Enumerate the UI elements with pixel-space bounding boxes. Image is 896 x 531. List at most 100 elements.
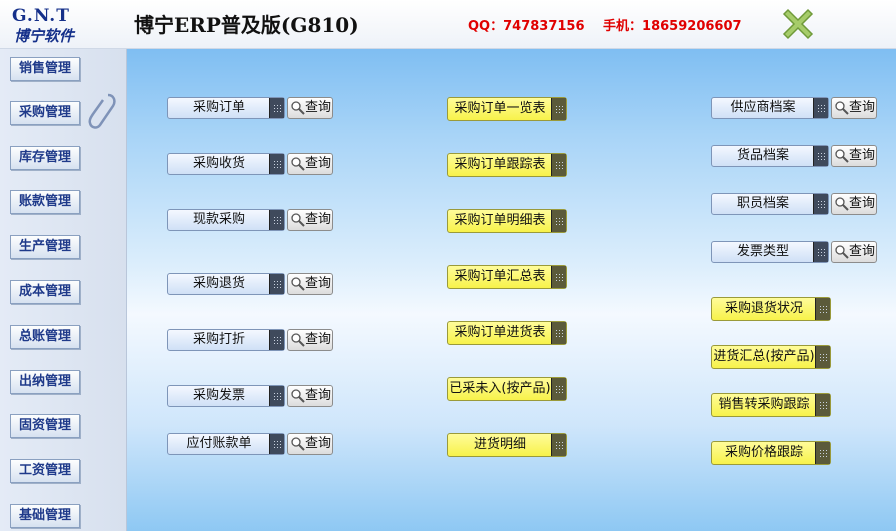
sidebar-item-ledger[interactable]: 总账管理 (10, 325, 80, 349)
app-title: 博宁ERP普及版(G810) (134, 13, 359, 37)
button-label: 供应商档案 (730, 100, 796, 115)
button-label: 采购价格跟踪 (724, 445, 803, 460)
sidebar-item-inventory[interactable]: 库存管理 (10, 146, 80, 170)
goods-archive-button[interactable]: 货品档案 (711, 145, 829, 167)
contact-info: QQ：747837156 手机：18659206607 (468, 15, 756, 34)
sidebar-item-purchase[interactable]: 采购管理 (10, 101, 80, 125)
grip-icon (551, 154, 566, 176)
purchase-module-panel: 采购订单 查询 采购收货 查询 现款采购 查询 采购退货 查询 采购打折 查询 … (127, 49, 896, 531)
button-label: 采购订单一览表 (454, 101, 546, 116)
magnifier-icon (291, 101, 305, 115)
query-button[interactable]: 查询 (831, 241, 877, 263)
report-return-status-button[interactable]: 采购退货状况 (711, 297, 831, 321)
button-label: 应付账款单 (186, 436, 252, 451)
report-sales-to-purchase-button[interactable]: 销售转采购跟踪 (711, 393, 831, 417)
magnifier-icon (291, 157, 305, 171)
query-button[interactable]: 查询 (831, 97, 877, 119)
query-label: 查询 (305, 332, 332, 347)
magnifier-icon (835, 197, 849, 211)
logo-subtext: 博宁软件 (14, 27, 75, 45)
purchase-receipt-button[interactable]: 采购收货 (167, 153, 285, 175)
report-order-summary-button[interactable]: 采购订单汇总表 (447, 265, 567, 289)
report-receipt-detail-button[interactable]: 进货明细 (447, 433, 567, 457)
grip-icon (813, 146, 828, 166)
employee-archive-button[interactable]: 职员档案 (711, 193, 829, 215)
button-label: 已采未入(按产品) (449, 381, 551, 396)
purchase-invoice-button[interactable]: 采购发票 (167, 385, 285, 407)
report-price-tracking-button[interactable]: 采购价格跟踪 (711, 441, 831, 465)
button-label: 采购订单进货表 (454, 325, 546, 340)
grip-icon (551, 98, 566, 120)
header-bar: G.N.T 博宁软件 博宁ERP普及版(G810) QQ：747837156 手… (0, 0, 896, 49)
grip-icon (269, 98, 284, 118)
query-label: 查询 (849, 148, 876, 163)
button-label: 发票类型 (736, 244, 789, 259)
query-button[interactable]: 查询 (831, 193, 877, 215)
button-label: 采购订单 (192, 100, 245, 115)
query-button[interactable]: 查询 (287, 209, 333, 231)
sidebar-item-payroll[interactable]: 工资管理 (10, 459, 80, 483)
grip-icon (815, 298, 830, 320)
query-button[interactable]: 查询 (831, 145, 877, 167)
payable-bill-button[interactable]: 应付账款单 (167, 433, 285, 455)
report-receipt-summary-button[interactable]: 进货汇总(按产品) (711, 345, 831, 369)
grip-icon (551, 322, 566, 344)
report-order-detail-button[interactable]: 采购订单明细表 (447, 209, 567, 233)
report-order-overview-button[interactable]: 采购订单一览表 (447, 97, 567, 121)
query-label: 查询 (849, 196, 876, 211)
report-order-receipt-button[interactable]: 采购订单进货表 (447, 321, 567, 345)
magnifier-icon (291, 333, 305, 347)
button-label: 采购退货 (192, 276, 245, 291)
sidebar-item-sales[interactable]: 销售管理 (10, 57, 80, 81)
query-label: 查询 (305, 100, 332, 115)
purchase-return-button[interactable]: 采购退货 (167, 273, 285, 295)
sidebar-item-production[interactable]: 生产管理 (10, 235, 80, 259)
grip-icon (815, 442, 830, 464)
button-label: 进货明细 (473, 437, 526, 452)
magnifier-icon (291, 213, 305, 227)
grip-icon (269, 386, 284, 406)
magnifier-icon (835, 149, 849, 163)
grip-icon (551, 378, 566, 400)
grip-icon (813, 242, 828, 262)
query-label: 查询 (305, 212, 332, 227)
query-button[interactable]: 查询 (287, 273, 333, 295)
magnifier-icon (291, 277, 305, 291)
sidebar: 销售管理 采购管理 库存管理 账款管理 生产管理 成本管理 总账管理 出纳管理 … (0, 49, 127, 531)
query-button[interactable]: 查询 (287, 385, 333, 407)
magnifier-icon (291, 389, 305, 403)
button-label: 采购订单汇总表 (454, 269, 546, 284)
query-label: 查询 (849, 100, 876, 115)
button-label: 职员档案 (736, 196, 789, 211)
grip-icon (813, 98, 828, 118)
grip-icon (551, 434, 566, 456)
report-order-tracking-button[interactable]: 采购订单跟踪表 (447, 153, 567, 177)
purchase-discount-button[interactable]: 采购打折 (167, 329, 285, 351)
invoice-type-button[interactable]: 发票类型 (711, 241, 829, 263)
grip-icon (551, 266, 566, 288)
close-x-icon[interactable] (778, 4, 818, 44)
query-label: 查询 (305, 388, 332, 403)
button-label: 采购订单跟踪表 (454, 157, 546, 172)
report-ordered-not-received-button[interactable]: 已采未入(按产品) (447, 377, 567, 401)
purchase-order-button[interactable]: 采购订单 (167, 97, 285, 119)
query-button[interactable]: 查询 (287, 433, 333, 455)
query-label: 查询 (305, 276, 332, 291)
qq-number: QQ：747837156 (468, 19, 585, 34)
supplier-archive-button[interactable]: 供应商档案 (711, 97, 829, 119)
sidebar-item-cost[interactable]: 成本管理 (10, 280, 80, 304)
cash-purchase-button[interactable]: 现款采购 (167, 209, 285, 231)
sidebar-item-accounts[interactable]: 账款管理 (10, 190, 80, 214)
grip-icon (269, 154, 284, 174)
query-button[interactable]: 查询 (287, 329, 333, 351)
sidebar-item-basic[interactable]: 基础管理 (10, 504, 80, 528)
button-label: 采购订单明细表 (454, 213, 546, 228)
sidebar-item-cashier[interactable]: 出纳管理 (10, 370, 80, 394)
query-button[interactable]: 查询 (287, 153, 333, 175)
sidebar-item-fixed-assets[interactable]: 固资管理 (10, 414, 80, 438)
query-label: 查询 (849, 244, 876, 259)
grip-icon (815, 394, 830, 416)
query-button[interactable]: 查询 (287, 97, 333, 119)
magnifier-icon (835, 245, 849, 259)
button-label: 采购退货状况 (724, 301, 803, 316)
